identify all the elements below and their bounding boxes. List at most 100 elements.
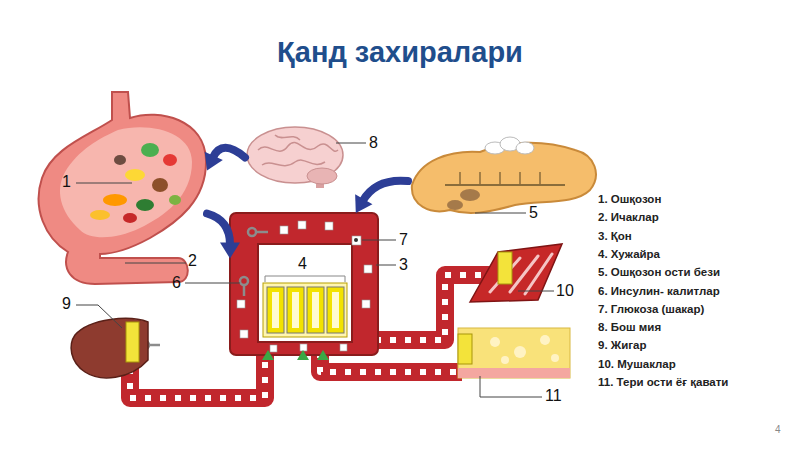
fat-drawing	[490, 337, 500, 347]
stomach-drawing	[90, 210, 110, 220]
callout-number: 5	[529, 204, 538, 222]
pancreas-drawing	[445, 184, 565, 186]
muscle-drawing	[470, 244, 562, 302]
fat-drawing	[458, 328, 570, 378]
flow-mark	[262, 350, 329, 360]
fat-drawing	[540, 335, 550, 345]
pancreas-drawing	[459, 172, 461, 185]
brain-drawing	[262, 160, 325, 166]
blood-drawing	[272, 292, 279, 328]
key-item: 10. Мушаклар	[598, 357, 676, 371]
liver-drawing	[126, 322, 139, 362]
stomach-drawing	[39, 92, 206, 284]
pancreas-drawing	[479, 172, 481, 185]
glucose-cube	[300, 344, 307, 351]
flow-mark	[262, 350, 274, 360]
insulin-key	[248, 228, 256, 236]
fat-drawing	[458, 328, 570, 378]
glucose-cube	[88, 221, 372, 362]
stomach-drawing	[125, 169, 145, 181]
callout-number: 2	[188, 252, 197, 270]
leader-line	[518, 291, 554, 292]
blood-vessel	[130, 352, 265, 398]
stomach-drawing	[39, 92, 206, 284]
pancreas-drawing	[412, 137, 596, 213]
stomach-drawing	[169, 195, 181, 205]
key-item: 4. Хужайра	[598, 247, 660, 261]
brain-drawing	[247, 127, 343, 188]
blood-drawing	[230, 213, 378, 355]
pancreas-node: 5	[408, 136, 603, 218]
callout-number: 3	[399, 256, 408, 274]
leader-line	[475, 213, 526, 214]
key-item: 2. Ичаклар	[598, 210, 659, 224]
flow-arrow-line	[363, 181, 408, 201]
flow-arrow-line	[213, 148, 245, 158]
fat-drawing	[551, 354, 559, 362]
key-item: 1. Ошқозон	[598, 192, 661, 206]
fat-drawing	[514, 346, 526, 358]
glucose-cube	[352, 236, 361, 245]
stomach-node: 1	[35, 92, 207, 288]
key-item: 8. Бош мия	[598, 320, 661, 334]
blood-drawing	[327, 287, 344, 333]
glucose-cube	[270, 345, 277, 352]
pancreas-drawing	[447, 200, 463, 210]
leader-line	[76, 305, 122, 328]
stomach-drawing	[141, 143, 159, 157]
slide-title: Қанд захиралари	[0, 36, 800, 69]
callout-number: 10	[556, 282, 574, 300]
pancreas-drawing	[412, 143, 596, 213]
callout-number: 9	[62, 295, 71, 313]
blood-drawing	[230, 213, 378, 355]
leader-line	[336, 143, 366, 144]
fat-drawing	[501, 356, 509, 364]
blood-drawing	[287, 287, 304, 333]
blood-drawing	[258, 244, 352, 342]
glucose-cube	[280, 226, 288, 234]
leader-line	[76, 143, 554, 397]
key-item: 7. Глюкоза (шакар)	[598, 302, 704, 316]
fat-drawing	[458, 334, 472, 364]
callout-number: 7	[399, 231, 408, 249]
blood-drawing	[307, 287, 324, 333]
glucose-cube	[364, 265, 372, 273]
brain-node: 8	[245, 125, 345, 190]
flow-mark	[317, 350, 329, 360]
brain-drawing	[258, 143, 338, 152]
brain-drawing	[247, 127, 343, 183]
callout-number: 11	[545, 387, 562, 405]
key-item: 5. Ошқозон ости бези	[598, 265, 720, 279]
stomach-drawing	[136, 199, 154, 211]
pancreas-drawing	[519, 172, 521, 185]
cell-node: 4	[258, 244, 352, 342]
stomach-drawing	[163, 154, 177, 166]
stomach-drawing	[60, 127, 192, 237]
blood-drawing	[332, 292, 339, 328]
pancreas-drawing	[460, 189, 480, 201]
fat-drawing	[458, 368, 570, 378]
glucose-cube	[240, 330, 248, 338]
arrow-head	[355, 194, 372, 213]
leader-line	[125, 263, 186, 264]
callout-number: 1	[62, 173, 71, 191]
page-number: 4	[775, 421, 781, 439]
pancreas-drawing	[516, 142, 534, 154]
flow-arrow	[205, 148, 245, 171]
blood-node: 34	[230, 213, 378, 355]
key-item: 9. Жигар	[598, 338, 646, 352]
blood-drawing	[312, 292, 319, 328]
arrow-head	[205, 152, 223, 171]
leader-line	[76, 183, 132, 184]
blood-drawing	[265, 276, 345, 282]
liver-drawing	[71, 318, 148, 377]
insulin-key	[256, 231, 268, 234]
flow-arrow-line	[207, 214, 230, 245]
blood-drawing	[263, 283, 347, 337]
brain-drawing	[307, 168, 337, 184]
flow-arrow	[355, 181, 408, 213]
leader-line	[362, 240, 396, 241]
key-item: 6. Инсулин- калитлар	[598, 284, 720, 298]
callout-number: 8	[369, 134, 378, 152]
